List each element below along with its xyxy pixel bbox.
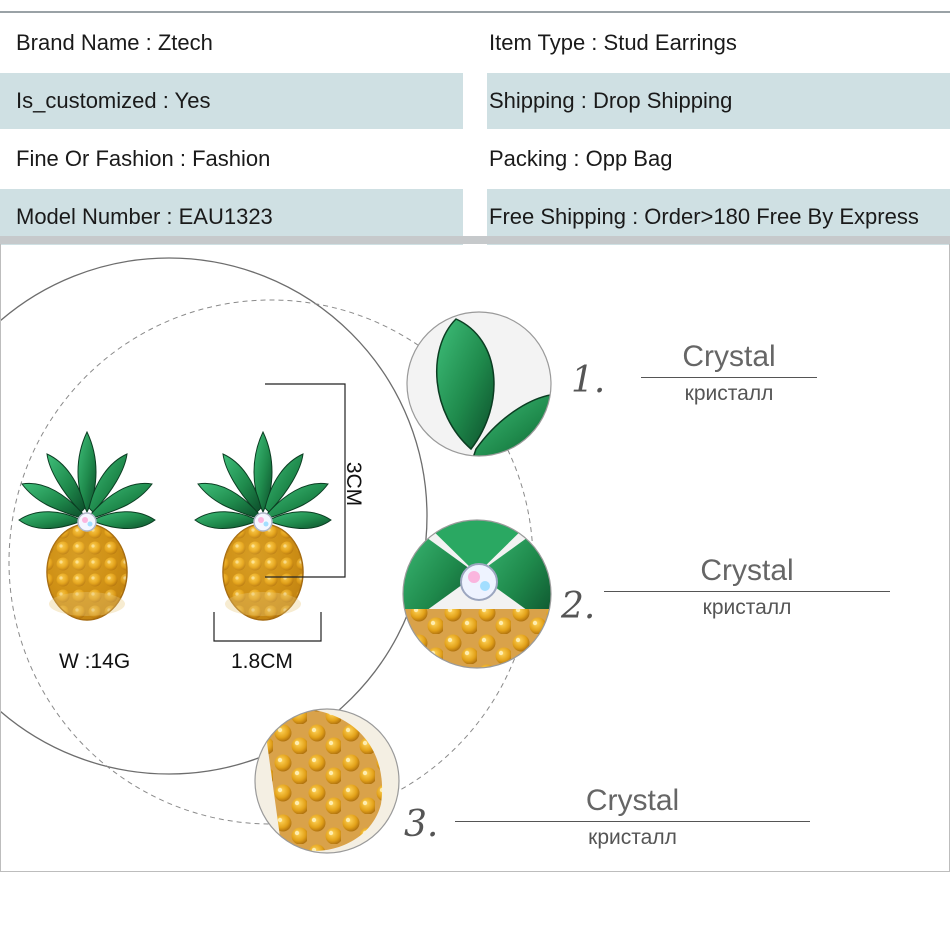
height-label: 3CM (342, 461, 366, 507)
detail-subtitle-1: кристалл (684, 382, 774, 405)
spec-row: Is_customized : Yes Shipping : Drop Ship… (0, 73, 950, 129)
spec-customized: Is_customized : Yes (0, 73, 463, 129)
spec-row: Model Number : EAU1323 Free Shipping : O… (0, 189, 950, 245)
spec-row: Brand Name : Ztech Item Type : Stud Earr… (0, 15, 950, 71)
detail-zoom-1 (407, 312, 551, 456)
spec-free-shipping: Free Shipping : Order>180 Free By Expres… (487, 189, 950, 245)
detail-title-2: Crystal (700, 554, 794, 587)
spec-item-type: Item Type : Stud Earrings (489, 30, 737, 55)
spec-divider (0, 236, 950, 244)
product-photo: W :14G 1.8CM 3CM 1. Crystal кристалл 2. … (0, 244, 950, 872)
spec-fine-fashion: Fine Or Fashion : Fashion (16, 146, 271, 171)
detail-number-2: 2. (561, 586, 596, 627)
detail-title-1: Crystal (682, 340, 776, 373)
detail-subtitle-2: кристалл (702, 596, 792, 619)
detail-label-1: Crystal кристалл (641, 340, 817, 406)
height-bracket (265, 383, 346, 578)
width-bracket (213, 612, 322, 642)
earring-right (194, 431, 332, 621)
detail-title-3: Crystal (585, 784, 680, 817)
reflection (225, 592, 301, 616)
reflection (49, 592, 125, 616)
detail-number-1: 1. (571, 360, 606, 401)
outline-circle (1, 257, 428, 775)
spec-model-number: Model Number : EAU1323 (0, 189, 463, 245)
spec-shipping: Shipping : Drop Shipping (487, 73, 950, 129)
spec-table: Brand Name : Ztech Item Type : Stud Earr… (0, 11, 950, 245)
detail-zoom-2 (403, 520, 551, 668)
weight-label: W :14G (59, 650, 131, 673)
width-label: 1.8CM (231, 650, 293, 673)
detail-label-2: Crystal кристалл (604, 554, 890, 620)
detail-number-3: 3. (404, 804, 439, 845)
detail-label-3: Crystal кристалл (455, 784, 810, 850)
detail-underline-1 (641, 377, 817, 378)
product-illustration (1, 257, 552, 854)
detail-underline-2 (604, 591, 890, 592)
spec-packing: Packing : Opp Bag (489, 146, 673, 171)
spec-row: Fine Or Fashion : Fashion Packing : Opp … (0, 131, 950, 187)
detail-subtitle-3: кристалл (588, 826, 677, 849)
spec-brand: Brand Name : Ztech (16, 30, 213, 55)
detail-underline-3 (455, 821, 810, 822)
detail-zoom-3 (255, 709, 399, 853)
earring-left (18, 431, 156, 621)
